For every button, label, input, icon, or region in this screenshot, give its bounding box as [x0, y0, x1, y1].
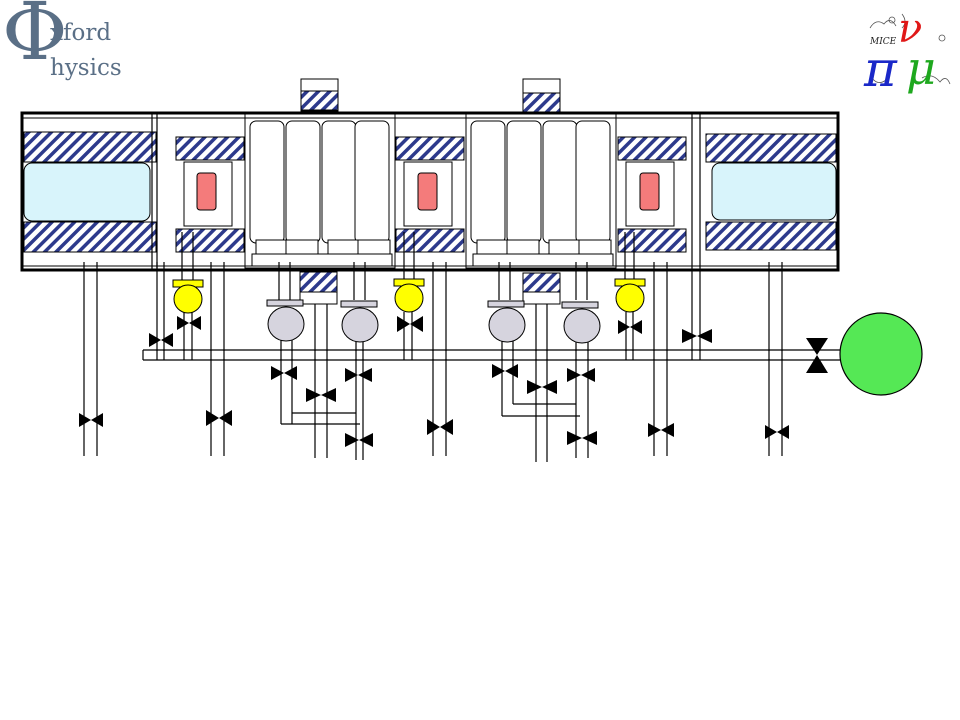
- valve-12: [527, 380, 557, 394]
- right-absorber-window: [711, 162, 837, 221]
- mu-symbol: μ: [906, 41, 936, 95]
- bottom-port-1: [299, 271, 338, 305]
- valve-15: [618, 320, 642, 334]
- left-absorber-window: [23, 162, 151, 222]
- manifold-crossings: [156, 350, 783, 360]
- pump-3: [487, 300, 526, 343]
- relief-valve-2: [393, 278, 425, 313]
- valve-11: [492, 364, 518, 378]
- valve-16: [648, 423, 674, 437]
- heater-element-1: [196, 172, 217, 211]
- cryostat-vessel: [20, 111, 840, 272]
- manifold-fill: [144, 351, 839, 359]
- pi-symbol: π: [863, 40, 898, 98]
- valve-17: [682, 329, 712, 343]
- bottom-port-2: [522, 272, 561, 305]
- relief-valve-1: [172, 279, 204, 314]
- valve-7: [345, 368, 372, 382]
- valve-6: [306, 388, 336, 402]
- valve-3: [177, 316, 201, 330]
- coil-module-1: [175, 136, 245, 253]
- valve-18: [765, 425, 789, 439]
- valve-2: [149, 333, 173, 347]
- heater-element-3: [639, 172, 660, 211]
- oxford-physics-logo: Φ xford hysics: [0, 0, 130, 95]
- logo-decoration: [869, 13, 951, 85]
- valve-8: [345, 433, 373, 447]
- logo-text-hysics: hysics: [50, 55, 122, 81]
- left-end-section: [23, 131, 157, 253]
- valve-4: [206, 410, 232, 426]
- relief-valve-3: [614, 278, 646, 313]
- valve-13: [567, 368, 595, 382]
- valve-14: [567, 431, 597, 445]
- gate-valves: [79, 316, 828, 447]
- cavity-group-2: [465, 112, 617, 269]
- pump-2: [340, 300, 379, 343]
- mice-logo: MICE π ν μ: [863, 8, 951, 98]
- phi-symbol: Φ: [2, 0, 68, 78]
- valve-9: [397, 316, 423, 332]
- pump-4: [561, 301, 601, 344]
- pump-1: [266, 299, 305, 342]
- helium-reservoir: [839, 312, 923, 396]
- cavity-group-1: [244, 112, 396, 269]
- coil-module-2: [395, 136, 465, 253]
- valve-5: [271, 366, 297, 380]
- top-port-1: [300, 78, 339, 112]
- valve-10: [427, 419, 453, 435]
- top-port-2: [522, 78, 561, 113]
- mice-text: MICE: [869, 37, 897, 47]
- logo-text-xford: xford: [50, 20, 112, 46]
- valve-1: [79, 413, 103, 427]
- nu-symbol: ν: [898, 8, 922, 52]
- heater-element-2: [417, 172, 438, 211]
- right-end-section: [705, 133, 837, 251]
- coil-module-3: [617, 136, 687, 253]
- reservoir-valve: [806, 338, 828, 373]
